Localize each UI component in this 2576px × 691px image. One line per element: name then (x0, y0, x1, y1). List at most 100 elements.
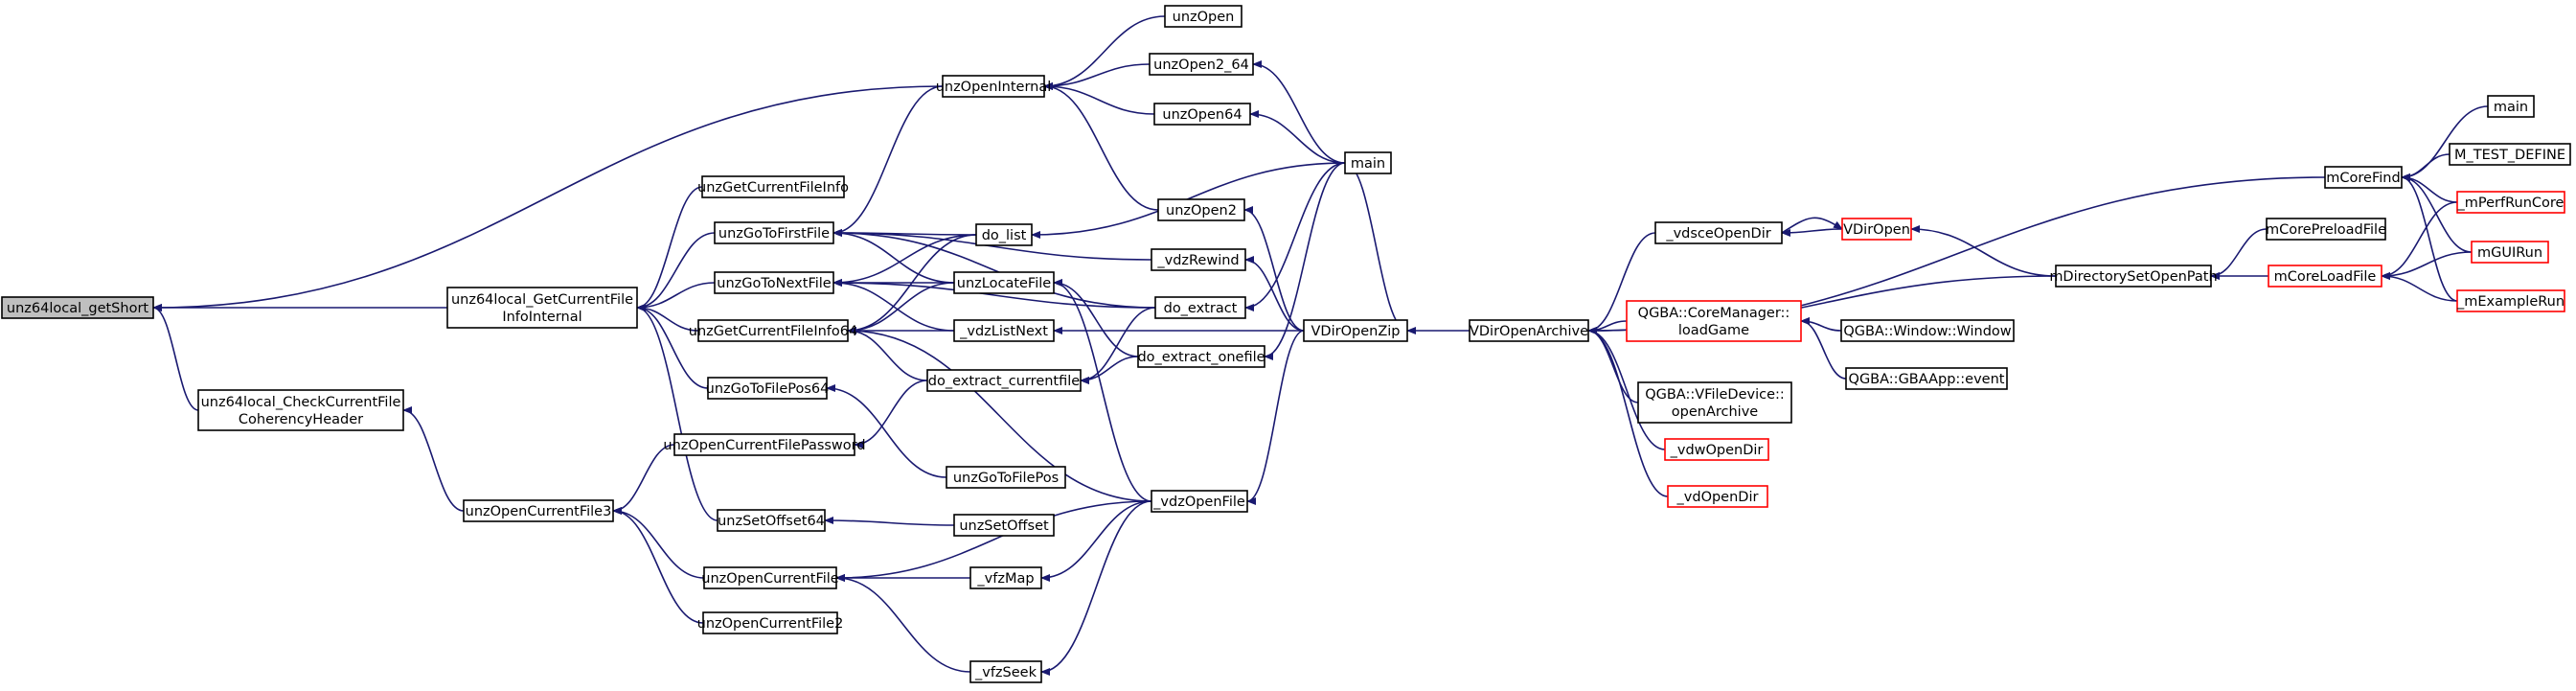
node-main1[interactable]: main (1344, 151, 1392, 174)
node-unzopen2[interactable]: unzOpen2 (1157, 198, 1245, 221)
node-vdzrewind[interactable]: _vdzRewind (1151, 248, 1246, 271)
node-qgba-gbaapp-event[interactable]: QGBA::GBAApp::event (1845, 367, 2008, 390)
node-box[interactable] (702, 611, 838, 634)
node-vdsceopendir[interactable]: _vdsceOpenDir (1654, 221, 1783, 244)
node-unzopencurrentfilepassword[interactable]: unzOpenCurrentFilePassword (663, 433, 866, 456)
node-box[interactable] (1469, 319, 1589, 342)
node-do-list[interactable]: do_list (975, 223, 1033, 246)
node-unzgotofilepos[interactable]: unzGoToFilePos (946, 466, 1066, 489)
node-box[interactable] (463, 499, 614, 522)
node-box[interactable] (703, 566, 837, 589)
node-mexamplerun[interactable]: _mExampleRun (2456, 289, 2565, 312)
node-box[interactable] (1840, 319, 2015, 342)
node-box[interactable] (1157, 198, 1245, 221)
node-box[interactable] (1841, 218, 1912, 241)
node-box[interactable] (446, 287, 638, 329)
node-mdirectorysetopenpath[interactable]: mDirectorySetOpenPath (2049, 265, 2218, 288)
node-box[interactable] (1164, 5, 1242, 28)
node-box[interactable] (975, 223, 1033, 246)
node-unzopencurrentfile[interactable]: unzOpenCurrentFile (701, 566, 839, 589)
node-box[interactable] (1137, 345, 1265, 368)
node-unzsetoffset64[interactable]: unzSetOffset64 (717, 509, 826, 532)
node-box[interactable] (1149, 53, 1254, 76)
node-box[interactable] (969, 566, 1042, 589)
node-box[interactable] (1626, 300, 1802, 342)
node-main2[interactable]: main (2487, 95, 2535, 118)
node-box[interactable] (2456, 191, 2565, 214)
node-box[interactable] (1153, 103, 1251, 126)
node-box[interactable] (1667, 485, 1768, 508)
node-box[interactable] (953, 514, 1055, 537)
node-box[interactable] (1637, 381, 1792, 424)
node-unzopencurrentfile3[interactable]: unzOpenCurrentFile3 (463, 499, 614, 522)
node-vdiropenarchive[interactable]: VDirOpenArchive (1469, 319, 1589, 342)
node-box[interactable] (1344, 151, 1392, 174)
node-box[interactable] (2471, 241, 2549, 264)
node-mcorepreloadfile[interactable]: mCorePreloadFile (2266, 218, 2386, 241)
node-m-test-define[interactable]: M_TEST_DEFINE (2449, 143, 2571, 166)
node-unz64local-checkcurrentfilecoherencyheader[interactable]: unz64local_CheckCurrentFileCoherencyHead… (197, 389, 404, 431)
node-box[interactable] (1151, 248, 1246, 271)
node-box[interactable] (969, 660, 1042, 683)
node-box[interactable] (1845, 367, 2008, 390)
node-box[interactable] (707, 377, 828, 400)
node-box[interactable] (1, 296, 154, 319)
node-unzlocatefile[interactable]: unzLocateFile (953, 271, 1055, 294)
node-vfzmap[interactable]: _vfzMap (969, 566, 1042, 589)
node-box[interactable] (1151, 490, 1248, 513)
node-unzgotofilepos64[interactable]: unzGoToFilePos64 (706, 377, 830, 400)
node-box[interactable] (2456, 289, 2565, 312)
node-box[interactable] (2324, 166, 2403, 189)
node-box[interactable] (1654, 221, 1783, 244)
node-qgba-window-window[interactable]: QGBA::Window::Window (1840, 319, 2015, 342)
node-box[interactable] (1154, 296, 1246, 319)
node-vdopendir[interactable]: _vdOpenDir (1667, 485, 1768, 508)
node-box[interactable] (2266, 218, 2386, 241)
node-unzopencurrentfile2[interactable]: unzOpenCurrentFile2 (697, 611, 844, 634)
node-unzsetoffset[interactable]: unzSetOffset (953, 514, 1055, 537)
node-box[interactable] (1664, 438, 1769, 461)
node-box[interactable] (942, 75, 1045, 98)
node-box[interactable] (714, 221, 834, 244)
node-unzgetcurrentfileinfo64[interactable]: unzGetCurrentFileInfo64 (689, 319, 857, 342)
node-mcorefind[interactable]: mCoreFind (2324, 166, 2403, 189)
node-unzgetcurrentfileinfo[interactable]: unzGetCurrentFileInfo (697, 175, 849, 198)
node-box[interactable] (2268, 265, 2382, 288)
node-qgba-vfiledevice-openarchive[interactable]: QGBA::VFileDevice::openArchive (1637, 381, 1792, 424)
node-box[interactable] (1303, 319, 1408, 342)
node-box[interactable] (946, 466, 1066, 489)
node-do-extract[interactable]: do_extract (1154, 296, 1246, 319)
node-box[interactable] (953, 271, 1055, 294)
node-unzopen2-64[interactable]: unzOpen2_64 (1149, 53, 1254, 76)
node-mguirun[interactable]: mGUIRun (2471, 241, 2549, 264)
node-box[interactable] (2055, 265, 2212, 288)
node-qgba-coremanager-loadgame[interactable]: QGBA::CoreManager::loadGame (1626, 300, 1802, 342)
node-box[interactable] (701, 175, 845, 198)
node-vdzlistnext[interactable]: _vdzListNext (953, 319, 1055, 342)
node-unzgotonextfile[interactable]: unzGoToNextFile (714, 271, 834, 294)
node-mcoreloadfile[interactable]: mCoreLoadFile (2268, 265, 2382, 288)
node-box[interactable] (926, 369, 1082, 392)
node-box[interactable] (697, 319, 849, 342)
node-unzopeninternal[interactable]: unzOpenInternal (936, 75, 1052, 98)
node-box[interactable] (953, 319, 1055, 342)
node-unzopen[interactable]: unzOpen (1164, 5, 1242, 28)
node-box[interactable] (673, 433, 855, 456)
node-box[interactable] (717, 509, 826, 532)
node-do-extract-currentfile[interactable]: do_extract_currentfile (926, 369, 1082, 392)
node-vdiropenzip[interactable]: VDirOpenZip (1303, 319, 1408, 342)
node-box[interactable] (714, 271, 834, 294)
node-vdiropen[interactable]: VDirOpen (1841, 218, 1912, 241)
node-box[interactable] (197, 389, 404, 431)
node-unz64local-getshort[interactable]: unz64local_getShort (1, 296, 154, 319)
node-vfzseek[interactable]: _vfzSeek (969, 660, 1042, 683)
node-do-extract-onefile[interactable]: do_extract_onefile (1137, 345, 1265, 368)
node-unzgotofirstfile[interactable]: unzGoToFirstFile (714, 221, 834, 244)
node-box[interactable] (2487, 95, 2535, 118)
node-mperfruncore[interactable]: _mPerfRunCore (2456, 191, 2565, 214)
node-vdzopenfile[interactable]: _vdzOpenFile (1151, 490, 1248, 513)
node-vdwopendir[interactable]: _vdwOpenDir (1664, 438, 1769, 461)
node-unzopen64[interactable]: unzOpen64 (1153, 103, 1251, 126)
node-box[interactable] (2449, 143, 2571, 166)
